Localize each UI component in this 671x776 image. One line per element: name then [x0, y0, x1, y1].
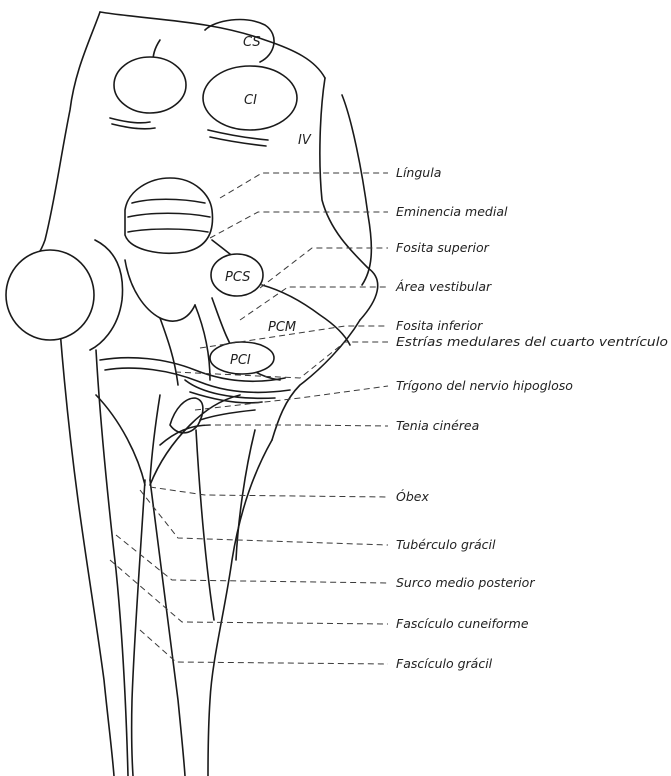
- colliculus-inferior-left: [114, 57, 186, 113]
- peduncle-left-circle: [6, 250, 94, 340]
- callout-estrias-medulares: Estrías medulares del cuarto ventrículo: [396, 334, 668, 349]
- leader-area-vestibular: [240, 287, 388, 320]
- leader-eminencia-medial: [210, 212, 388, 238]
- label-cs: CS: [243, 35, 261, 50]
- callout-fosita-inferior: Fosita inferior: [396, 318, 483, 333]
- leader-fasciculo-cuneiforme: [110, 560, 388, 624]
- leader-tuberculo-gracil: [140, 490, 388, 545]
- callout-eminencia-medial: Eminencia medial: [396, 204, 508, 219]
- callout-labels: Língula Eminencia medial Fosita superior…: [395, 165, 668, 671]
- leader-tenia-cinerea: [205, 425, 388, 426]
- callout-fasciculo-cuneiforme: Fascículo cuneiforme: [396, 616, 529, 631]
- label-pcm: PCM: [268, 320, 296, 335]
- ventricle-floor: [6, 178, 350, 445]
- label-pci: PCI: [230, 353, 251, 368]
- callout-area-vestibular: Área vestibular: [395, 279, 492, 294]
- callout-fasciculo-gracil: Fascículo grácil: [396, 656, 493, 671]
- callout-fosita-superior: Fosita superior: [396, 240, 490, 255]
- callout-tenia-cinerea: Tenia cinérea: [396, 418, 479, 433]
- leader-fasciculo-gracil: [140, 630, 388, 664]
- leader-surco-medio: [116, 535, 388, 583]
- callout-lingula: Língula: [396, 165, 441, 180]
- label-pcs: PCS: [225, 270, 250, 285]
- callout-trigono-hipogloso: Trígono del nervio hipogloso: [396, 378, 573, 393]
- colliculi: [110, 20, 297, 146]
- callout-obex: Óbex: [396, 489, 429, 504]
- callout-surco-medio: Surco medio posterior: [396, 575, 535, 590]
- callout-tuberculo-gracil: Tubérculo grácil: [396, 537, 496, 552]
- label-iv: IV: [298, 133, 312, 148]
- label-ci: CI: [244, 93, 257, 108]
- leader-obex: [150, 487, 388, 497]
